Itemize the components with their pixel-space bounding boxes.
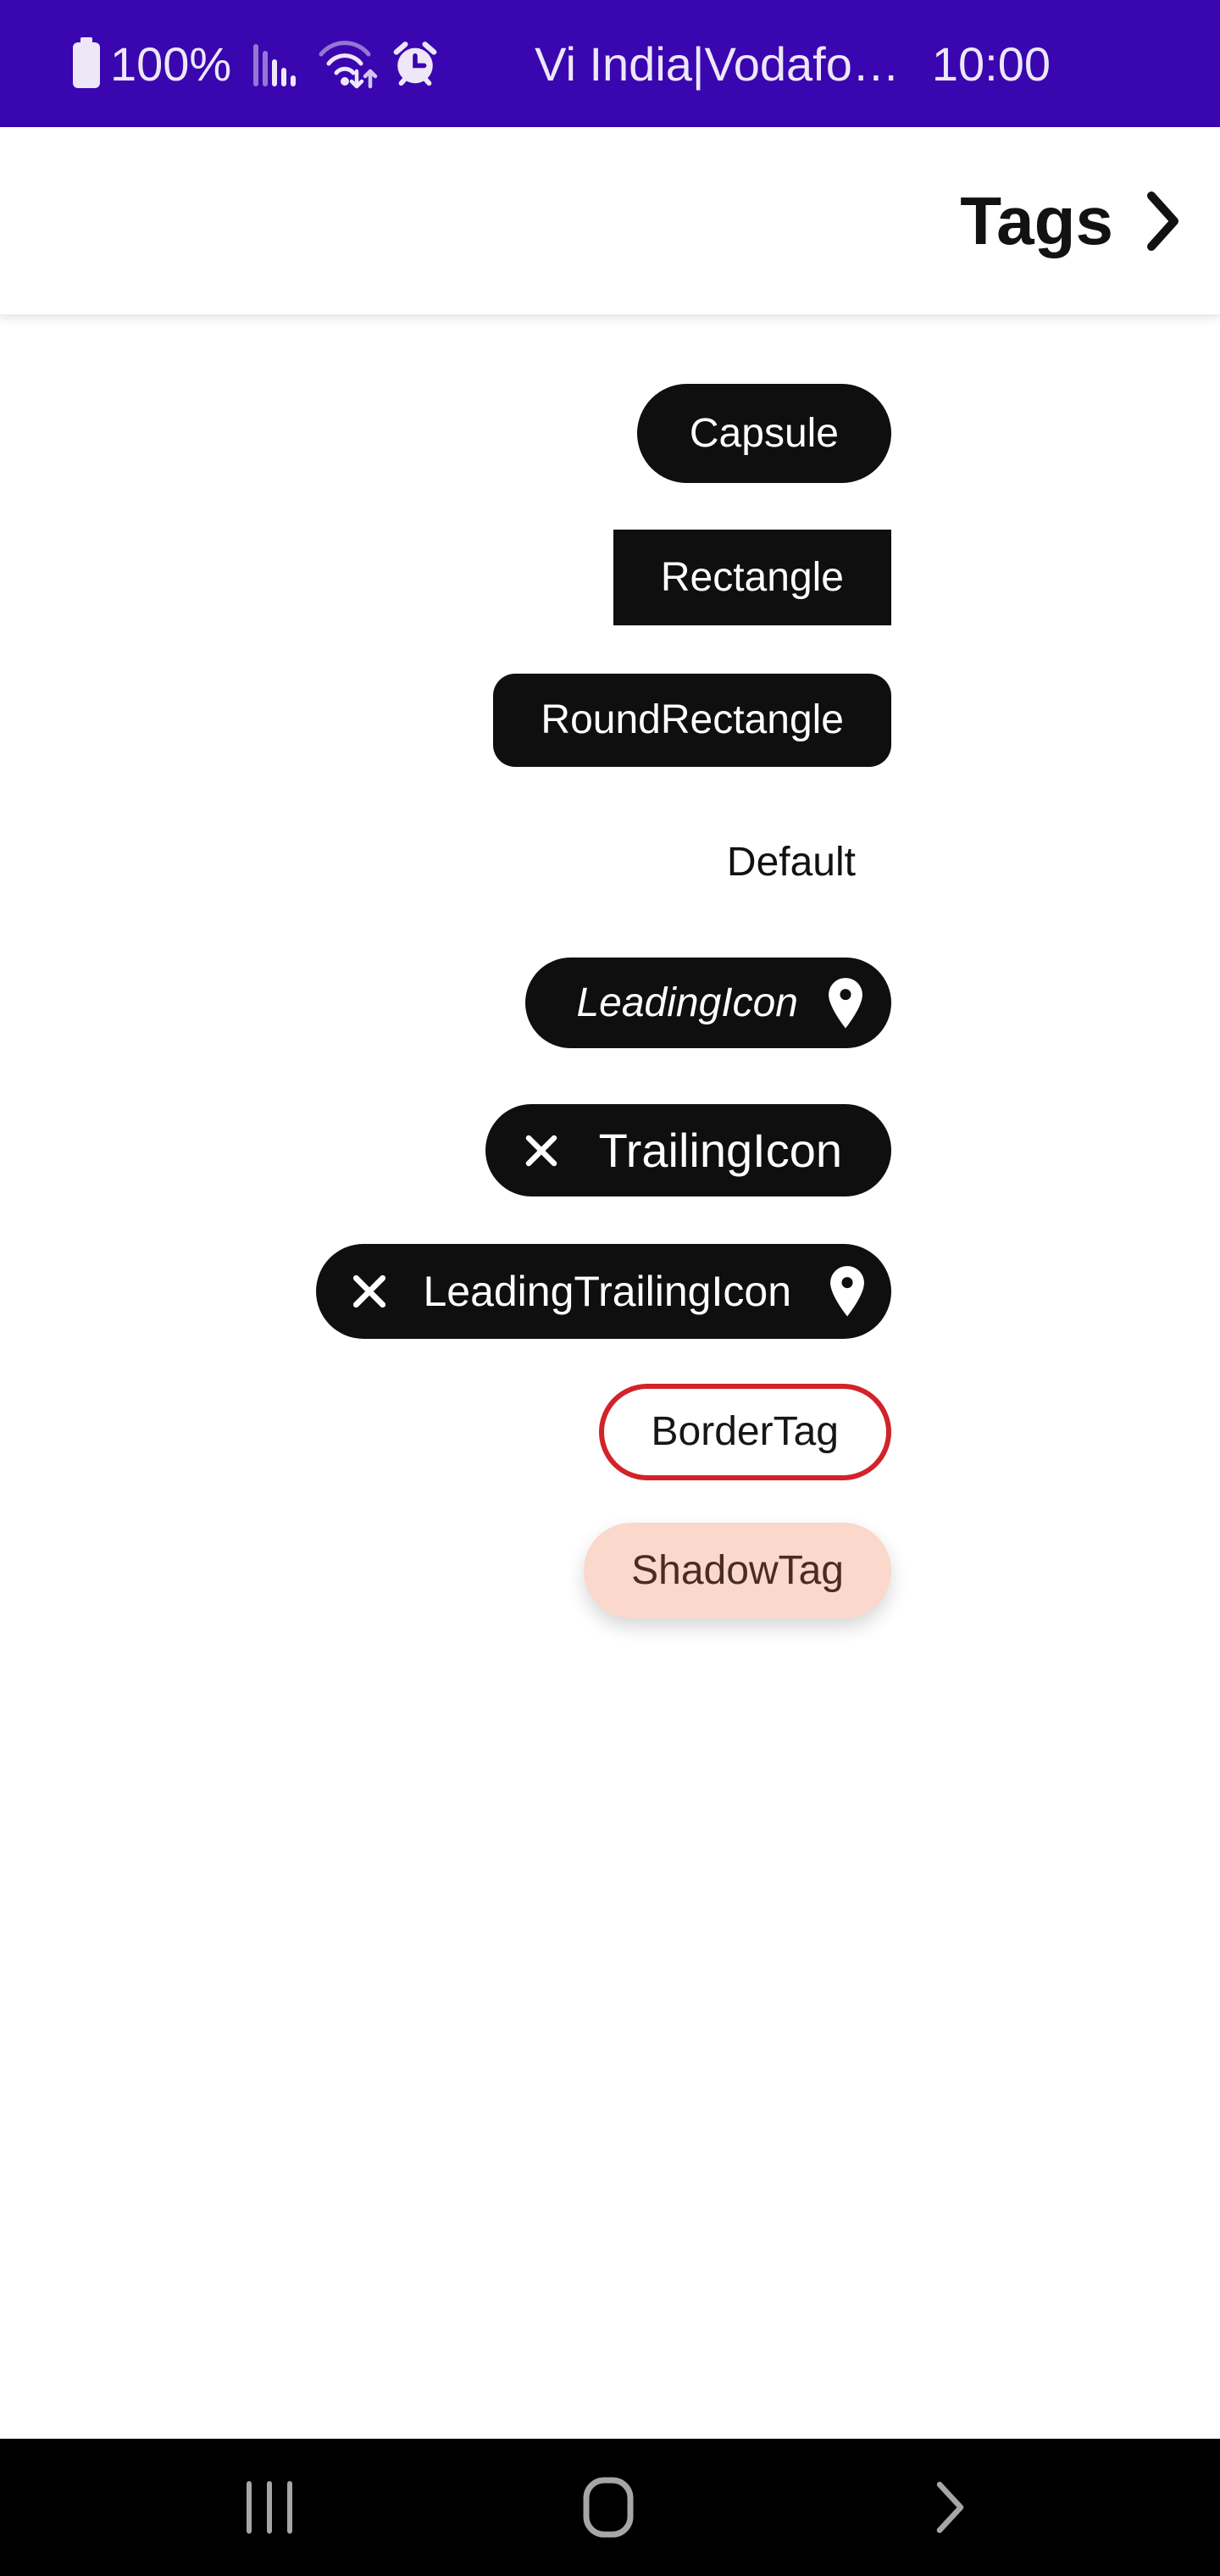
home-icon — [583, 2477, 634, 2538]
tag-default[interactable]: Default — [727, 839, 856, 886]
tag-leading-icon[interactable]: LeadingIcon — [525, 958, 891, 1048]
status-bar-right: Vi India|Vodafo… 10:00 — [535, 36, 1220, 92]
wifi-data-icon — [319, 41, 378, 89]
home-button[interactable] — [583, 2477, 634, 2538]
status-bar: 100% — [0, 0, 1220, 127]
battery-level: 100% — [110, 36, 232, 91]
tag-shadow[interactable]: ShadowTag — [584, 1523, 891, 1618]
chevron-right-icon — [1147, 191, 1178, 251]
carrier-label: Vi India|Vodafo… — [535, 36, 900, 91]
page-title: Tags — [960, 182, 1113, 258]
tag-label: Default — [726, 840, 856, 885]
battery-icon — [73, 37, 100, 88]
tag-label: BorderTag — [651, 1409, 839, 1454]
header-row-tags[interactable]: Tags — [0, 127, 1220, 315]
back-button[interactable] — [934, 2480, 967, 2534]
back-icon — [936, 2481, 964, 2534]
tag-leading-trailing-icon[interactable]: LeadingTrailingIcon — [316, 1244, 891, 1339]
tag-list: Capsule Rectangle RoundRectangle Default… — [0, 315, 1220, 1618]
status-bar-left: 100% — [71, 36, 440, 92]
tag-label: TrailingIcon — [598, 1123, 842, 1177]
tag-label: RoundRectangle — [541, 697, 844, 742]
clock: 10:00 — [931, 36, 1051, 91]
tag-label: ShadowTag — [631, 1547, 844, 1593]
close-icon[interactable] — [523, 1132, 560, 1169]
alarm-icon — [393, 42, 437, 86]
recents-icon — [247, 2481, 292, 2534]
signal-strength-icon — [253, 44, 297, 86]
location-pin-icon — [824, 975, 868, 1031]
tag-border[interactable]: BorderTag — [598, 1384, 891, 1480]
tag-round-rectangle[interactable]: RoundRectangle — [493, 674, 891, 767]
tag-label: LeadingTrailingIcon — [423, 1268, 791, 1315]
navigation-bar — [0, 2439, 1220, 2576]
tag-label: LeadingIcon — [576, 980, 798, 1025]
tag-rectangle[interactable]: Rectangle — [613, 530, 891, 625]
close-icon[interactable] — [350, 1272, 389, 1311]
tag-label: Capsule — [689, 410, 839, 456]
tag-label: Rectangle — [660, 554, 844, 600]
tag-trailing-icon[interactable]: TrailingIcon — [485, 1104, 891, 1196]
tag-capsule[interactable]: Capsule — [636, 384, 891, 483]
recents-button[interactable] — [246, 2479, 293, 2535]
location-pin-icon — [825, 1263, 869, 1319]
